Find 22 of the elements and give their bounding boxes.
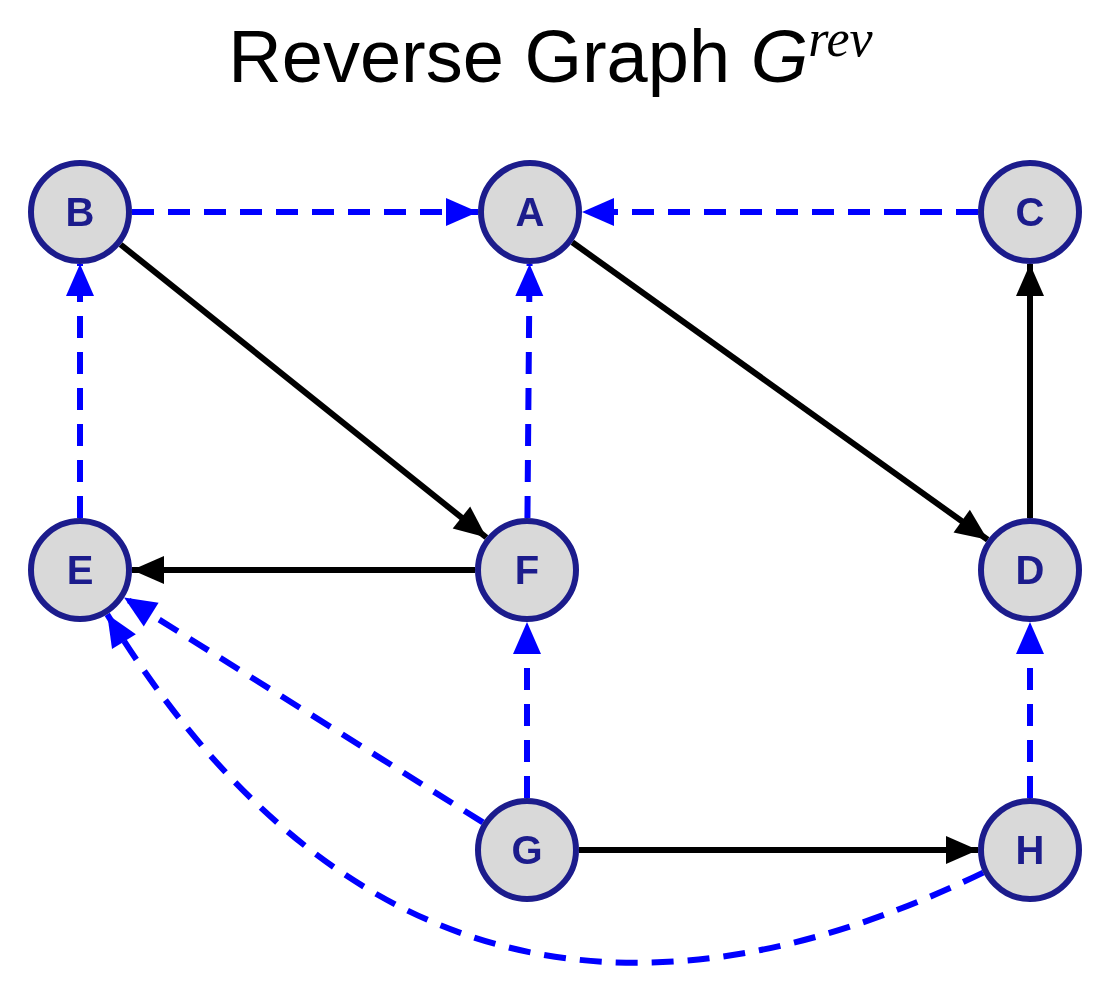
arrow (132, 198, 478, 226)
arrow (515, 263, 544, 519)
arrow (66, 264, 94, 518)
node-label: G (511, 830, 543, 870)
arrow (582, 198, 978, 226)
node-label: H (1015, 830, 1045, 870)
arrow (122, 595, 485, 825)
arrow (579, 836, 978, 864)
title: Reverse Graph G$^{rev}$ (227, 9, 874, 100)
node-label: A (515, 192, 545, 232)
arrow (570, 239, 990, 543)
node-label: B (65, 192, 95, 232)
arrow (513, 622, 541, 798)
arrow (1016, 264, 1044, 518)
node-label: E (66, 550, 94, 590)
arrow (132, 556, 475, 584)
node-label: F (514, 550, 540, 590)
node-label: C (1015, 192, 1045, 232)
node-label: D (1015, 550, 1045, 590)
arrow (1016, 622, 1044, 798)
arrow (104, 612, 985, 966)
arrow (118, 242, 489, 540)
